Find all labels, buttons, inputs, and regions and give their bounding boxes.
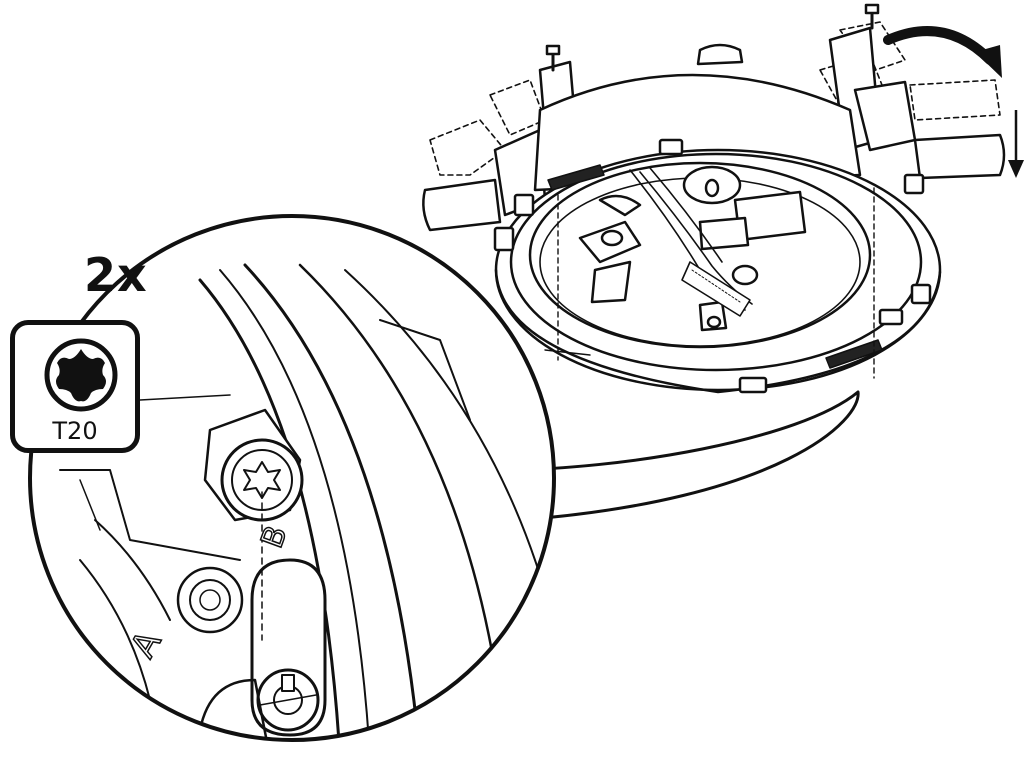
camera-mount-base (422, 3, 1006, 394)
down-arrow-icon (1008, 110, 1024, 178)
torx-bit-icon (44, 338, 118, 412)
quantity-label: 2x (84, 248, 148, 302)
detail-magnifier: A B (28, 214, 556, 742)
callout-connector (468, 390, 860, 532)
curved-arrow-icon (883, 26, 1002, 78)
tool-indicator: T20 (10, 320, 140, 453)
tool-size-label: T20 (52, 417, 98, 445)
